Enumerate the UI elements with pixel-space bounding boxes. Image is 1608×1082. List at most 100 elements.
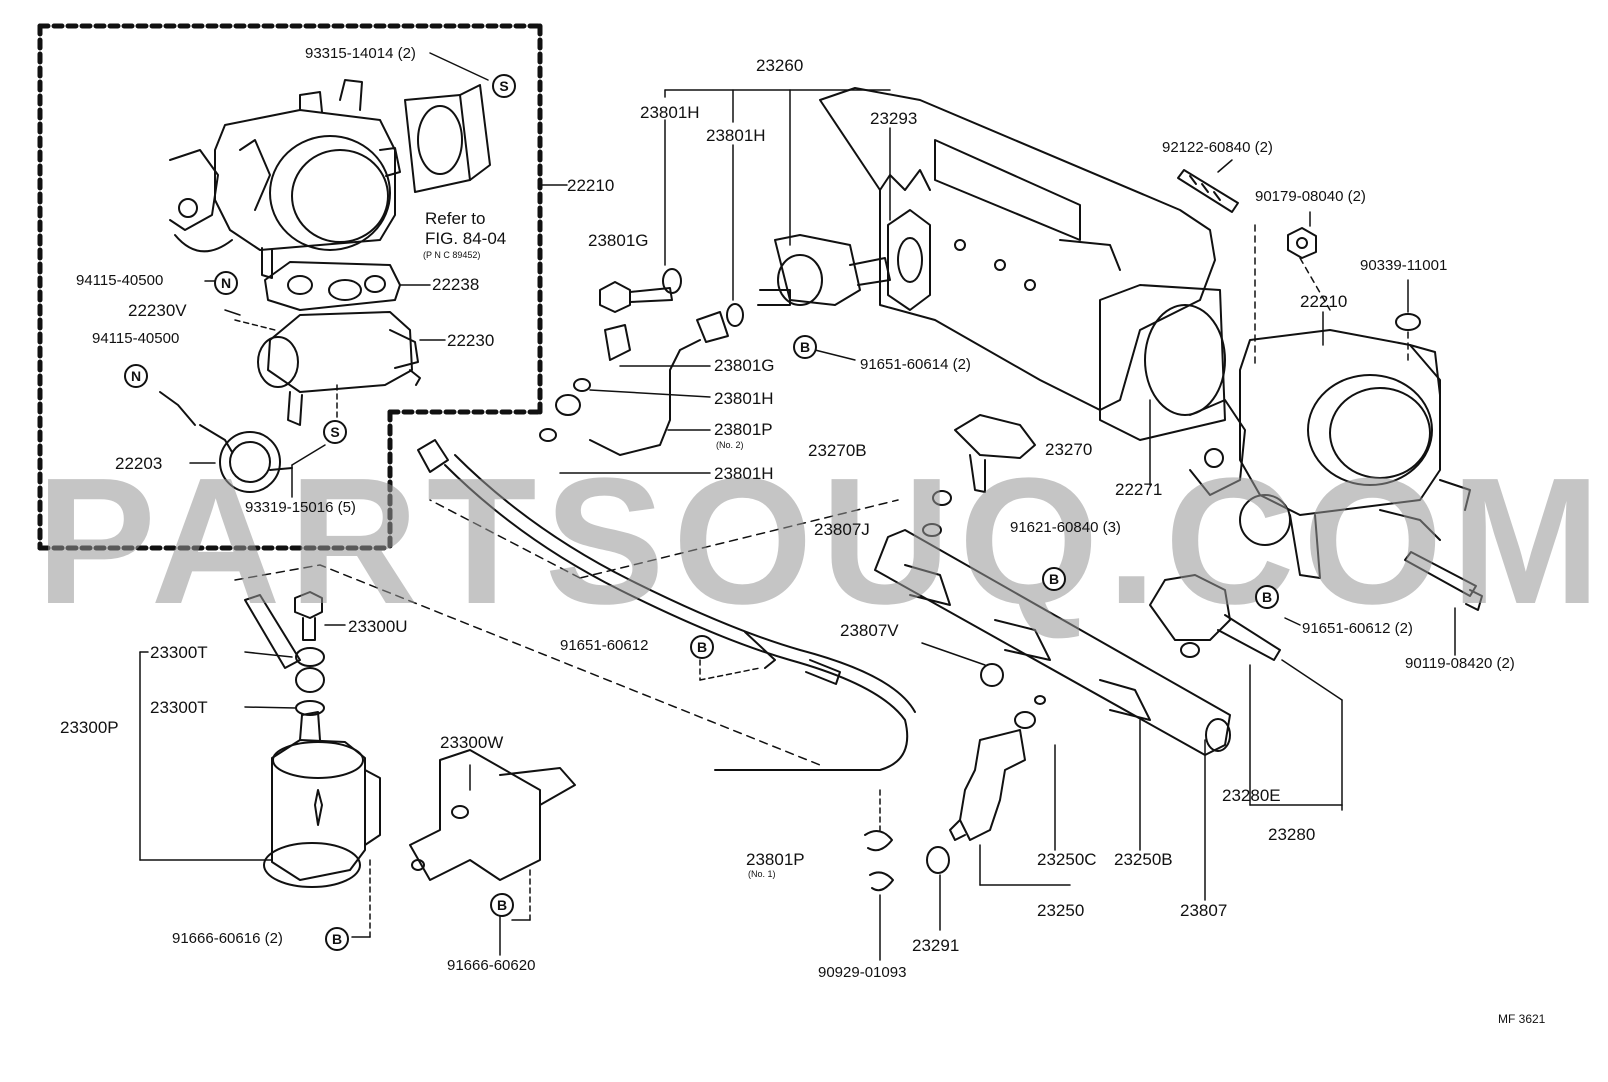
pulsation-damper-23270 [922,414,1036,537]
pressure-regulator-23280 [1149,574,1281,661]
part-label-23801p-no1-sub: (No. 1) [748,869,776,879]
dashed-rail [429,499,899,579]
part-label-22271[interactable]: 22271 [1115,480,1163,499]
part-label-91666-60620[interactable]: 91666-60620 [447,957,536,974]
part-label-23293[interactable]: 23293 [870,109,918,128]
refer-to-text: Refer to [425,209,486,228]
leaders-left [189,52,568,498]
part-label-90179-08040[interactable]: 90179-08040 (2) [1255,188,1366,205]
bracket-23300w [409,749,576,881]
part-label-23300w[interactable]: 23300W [440,733,504,752]
leaders-23260 [559,89,891,474]
part-label-23300t-a[interactable]: 23300T [150,643,208,662]
union-bolt-23300u [294,591,323,641]
throttle-body-left [169,79,401,279]
leaders-right [1149,159,1456,656]
part-label-91651-60614[interactable]: 91651-60614 (2) [860,356,971,373]
part-label-94115-40500-a[interactable]: 94115-40500 [76,272,164,289]
part-label-23250[interactable]: 23250 [1037,901,1085,920]
fuel-filter-23300 [263,711,381,888]
clip-90929 [864,789,894,961]
refer-fig-text[interactable]: FIG. 84-04 [425,229,507,248]
part-label-23280[interactable]: 23280 [1268,825,1316,844]
leaders-bracket [499,869,531,956]
part-label-23250b[interactable]: 23250B [1114,850,1173,869]
idle-control-valve-22230 [257,311,421,426]
part-label-23801p-no2[interactable]: 23801P [714,420,773,439]
insulator-23291 [926,846,950,874]
part-label-90339-11001[interactable]: 90339-11001 [1360,257,1448,274]
part-label-23807v[interactable]: 23807V [840,621,899,640]
fuel-injector-23250 [949,663,1046,841]
part-label-91651-60612-b[interactable]: 91651-60612 (2) [1302,620,1413,637]
part-label-23300t-b[interactable]: 23300T [150,698,208,717]
part-label-23801h-d[interactable]: 23801H [714,464,774,483]
cold-start-valve [757,234,891,306]
part-label-93315-14014[interactable]: 93315-14014 (2) [305,45,416,62]
leaders-injector [921,569,1343,931]
part-label-23801p-no2-sub: (No. 2) [716,440,744,450]
part-label-23300p[interactable]: 23300P [60,718,119,737]
part-label-23270[interactable]: 23270 [1045,440,1093,459]
part-label-23250c[interactable]: 23250C [1037,850,1097,869]
part-label-23801h-b[interactable]: 23801H [706,126,766,145]
part-label-90929-01093[interactable]: 90929-01093 [818,964,907,981]
symbol-b-4: B [690,635,714,659]
part-label-23807j[interactable]: 23807J [814,520,870,539]
part-label-90119-08420[interactable]: 90119-08420 (2) [1405,655,1515,672]
part-label-22203[interactable]: 22203 [115,454,163,473]
symbol-b-1: B [793,335,817,359]
fuel-inlet-pipe [244,594,301,669]
delivery-pipe-23807 [874,529,1231,756]
part-label-91621-60840[interactable]: 91621-60840 (3) [1010,519,1121,536]
part-label-22210-left[interactable]: 22210 [567,176,615,195]
fuel-hose-23801p-no1 [417,439,916,771]
nut-90179 [1287,227,1317,259]
symbol-s-1: S [492,74,516,98]
symbol-b-5: B [490,893,514,917]
part-label-22238[interactable]: 22238 [432,275,480,294]
symbol-n-1: N [214,271,238,295]
figure-code: MF 3621 [1498,1012,1546,1026]
intake-manifold [819,87,1226,441]
symbol-b-3: B [1255,585,1279,609]
diaphragm-22203 [159,391,293,493]
gasket-23293 [887,209,931,311]
fuel-pipe-23801p-no2 [539,324,701,456]
part-label-23270b[interactable]: 23270B [808,441,867,460]
part-label-23801p-no1[interactable]: 23801P [746,850,805,869]
part-label-22230[interactable]: 22230 [447,331,495,350]
part-label-23801g-b[interactable]: 23801G [714,356,775,375]
gasket-93315 [404,84,491,193]
part-label-23801g-a[interactable]: 23801G [588,231,649,250]
part-label-92122-60840[interactable]: 92122-60840 (2) [1162,139,1273,156]
part-label-94115-40500-b[interactable]: 94115-40500 [92,330,180,347]
leaders-filter [139,624,371,938]
symbol-b-6: B [325,927,349,951]
gaskets-23300t [295,647,325,716]
part-label-23807[interactable]: 23807 [1180,901,1228,920]
throttle-body-right [1189,329,1471,579]
symbol-s-2: S [323,420,347,444]
gasket-22238 [264,261,401,311]
symbol-b-2: B [1042,567,1066,591]
symbol-n-2: N [124,364,148,388]
part-label-23801h-a[interactable]: 23801H [640,103,700,122]
part-label-91651-60612-a[interactable]: 91651-60612 [560,637,649,654]
part-label-22210-right[interactable]: 22210 [1300,292,1348,311]
part-label-23300u[interactable]: 23300U [348,617,408,636]
part-label-23260[interactable]: 23260 [756,56,804,75]
bolt-90119 [1404,551,1483,611]
union-bolt-23801g [599,268,744,343]
assembly-bracket-box [37,23,543,551]
part-label-93319-15016[interactable]: 93319-15016 (5) [245,499,356,516]
dashed-filter [234,564,821,766]
plug-90339 [1395,313,1421,331]
part-label-91666-60616[interactable]: 91666-60616 (2) [172,930,283,947]
part-label-23280e[interactable]: 23280E [1222,786,1281,805]
part-label-22230v[interactable]: 22230V [128,301,187,320]
part-label-23291[interactable]: 23291 [912,936,960,955]
stud-92122 [1177,169,1239,213]
part-label-23801h-c[interactable]: 23801H [714,389,774,408]
